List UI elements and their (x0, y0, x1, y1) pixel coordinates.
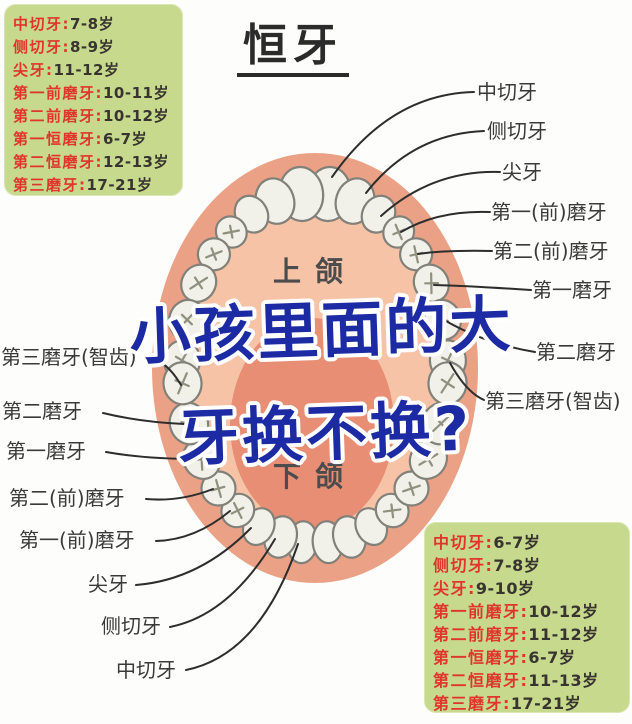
upper-tooth-label: 第二(前)磨牙 (493, 239, 609, 263)
upper-tooth-label: 尖牙 (502, 160, 542, 184)
eruption-age: 8-9岁 (70, 38, 115, 56)
leader-line (417, 249, 493, 255)
eruption-row: 第一前磨牙:10-12岁 (433, 600, 623, 623)
eruption-age: 11-13岁 (528, 671, 599, 690)
leader-line (155, 510, 231, 542)
eruption-row: 中切牙:6-7岁 (433, 531, 623, 554)
leader-line (135, 527, 252, 586)
leader-line (169, 538, 276, 628)
tooth-shape (423, 298, 463, 341)
tooth-name: 第二恒磨牙: (13, 153, 103, 171)
tooth-name: 中切牙: (433, 533, 494, 552)
tooth-name: 侧切牙: (13, 38, 70, 56)
tooth-shape (214, 215, 248, 249)
lower-tooth-label: 中切牙 (116, 658, 176, 682)
lower-tooth-label: 第二磨牙 (2, 399, 82, 423)
eruption-row: 第一前磨牙:10-11岁 (13, 82, 176, 105)
leader-line (400, 210, 491, 233)
upper-tooth-label: 第三磨牙(智齿) (485, 389, 621, 413)
tooth-shape (167, 298, 207, 341)
leader-line (449, 362, 485, 401)
eruption-row: 第二恒磨牙:11-13岁 (433, 669, 623, 692)
eruption-row: 尖牙:11-12岁 (13, 59, 176, 82)
eruption-age: 11-12岁 (528, 625, 599, 644)
eruption-age: 12-13岁 (103, 153, 169, 171)
upper-tooth-label: 中切牙 (477, 80, 537, 104)
eruption-row: 侧切牙:7-8岁 (433, 554, 623, 577)
tooth-name: 第一前磨牙: (13, 84, 103, 102)
upper-jaw-label: 上颌 (273, 255, 358, 288)
leader-line (380, 170, 501, 217)
leader-line (445, 320, 536, 353)
upper-eruption-rows: 中切牙:7-8岁侧切牙:8-9岁尖牙:11-12岁第一前磨牙:10-11岁第二前… (13, 13, 176, 197)
leader-line (433, 284, 532, 291)
eruption-age: 10-12岁 (103, 107, 169, 125)
leader-line (102, 412, 185, 425)
tooth-name: 第三磨牙: (13, 176, 87, 194)
lower-tooth-label: 尖牙 (88, 572, 128, 596)
tooth-shape (399, 237, 434, 272)
lower-tooth-label: 侧切牙 (101, 614, 161, 638)
eruption-row: 侧切牙:8-9岁 (13, 36, 176, 59)
leader-line (365, 130, 485, 194)
eruption-age: 6-7岁 (528, 648, 576, 667)
eruption-age: 7-8岁 (70, 15, 115, 33)
leader-line (145, 488, 214, 501)
eruption-age: 17-21岁 (510, 694, 582, 713)
tooth-name: 第二恒磨牙: (433, 671, 529, 690)
upper-tooth-label: 第一(前)磨牙 (491, 200, 607, 224)
tooth-name: 侧切牙: (433, 556, 494, 575)
eruption-age: 7-8岁 (493, 556, 541, 575)
eruption-row: 第二前磨牙:10-12岁 (13, 105, 176, 128)
lower-tooth-label: 第三磨牙(智齿) (1, 345, 137, 369)
upper-tooth-label: 第二磨牙 (536, 340, 616, 364)
lower-tooth-label: 第一(前)磨牙 (19, 528, 135, 552)
lower-eruption-table: 中切牙:6-7岁侧切牙:7-8岁尖牙:9-10岁第一前磨牙:10-12岁第二前磨… (424, 522, 630, 713)
eruption-age: 11-12岁 (53, 61, 120, 79)
upper-tooth-label: 第一磨牙 (532, 278, 612, 302)
eruption-row: 第二恒磨牙:12-13岁 (13, 151, 176, 174)
tooth-shape (408, 438, 449, 480)
eruption-age: 6-7岁 (493, 533, 541, 552)
tooth-name: 第三磨牙: (433, 694, 511, 713)
tooth-shape (420, 401, 462, 446)
eruption-row: 第三磨牙:17-21岁 (13, 174, 176, 197)
eruption-row: 第一恒磨牙:6-7岁 (13, 128, 176, 151)
eruption-age: 6-7岁 (103, 130, 148, 148)
tooth-name: 第一前磨牙: (433, 602, 529, 621)
eruption-row: 第三磨牙:17-21岁 (433, 692, 623, 715)
eruption-row: 中切牙:7-8岁 (13, 13, 176, 36)
tooth-name: 第二前磨牙: (433, 625, 529, 644)
tooth-name: 第一恒磨牙: (433, 648, 529, 667)
eruption-row: 第二前磨牙:11-12岁 (433, 623, 623, 646)
tooth-name: 尖牙: (13, 61, 54, 79)
eruption-age: 10-11岁 (103, 84, 169, 102)
leader-lines (102, 91, 536, 671)
page-title: 恒牙 (237, 21, 349, 78)
leader-line (331, 91, 475, 178)
tooth-shape (393, 470, 430, 507)
eruption-row: 尖牙:9-10岁 (433, 577, 623, 600)
eruption-age: 9-10岁 (475, 579, 535, 598)
eruption-age: 10-12岁 (528, 602, 599, 621)
tooth-name: 第二前磨牙: (13, 107, 103, 125)
lower-eruption-rows: 中切牙:6-7岁侧切牙:7-8岁尖牙:9-10岁第一前磨牙:10-12岁第二前磨… (433, 531, 623, 715)
eruption-row: 第一恒磨牙:6-7岁 (433, 646, 623, 669)
upper-tooth-label: 侧切牙 (487, 119, 547, 143)
tooth-name: 第一恒磨牙: (13, 130, 103, 148)
tooth-name: 尖牙: (433, 579, 476, 598)
leader-line (105, 451, 198, 460)
lower-tooth-label: 第二(前)磨牙 (9, 486, 125, 510)
tongue (230, 318, 394, 530)
tooth-name: 中切牙: (13, 15, 70, 33)
lower-tooth-label: 第一磨牙 (6, 439, 86, 463)
leader-line (151, 357, 182, 386)
lower-jaw-label: 下颌 (273, 460, 358, 493)
eruption-age: 17-21岁 (86, 176, 153, 194)
leader-line (185, 543, 299, 671)
upper-eruption-table: 中切牙:7-8岁侧切牙:8-9岁尖牙:11-12岁第一前磨牙:10-11岁第二前… (4, 4, 183, 196)
